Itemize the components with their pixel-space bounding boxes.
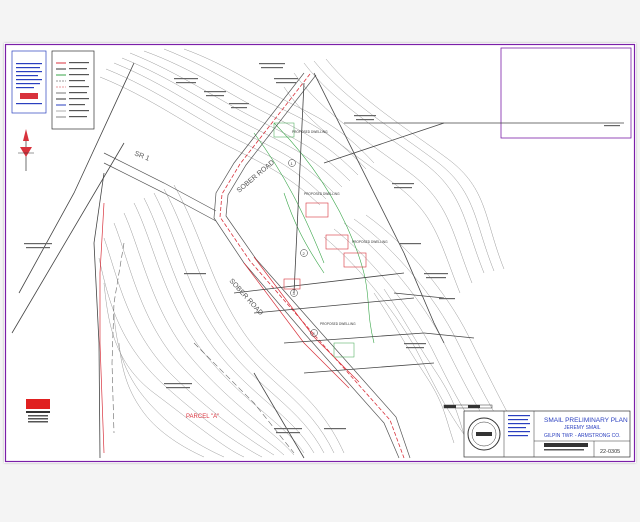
contours-right — [283, 58, 515, 444]
property-lines — [11, 62, 624, 459]
general-notes-text — [16, 63, 42, 105]
lot-label-1: 1 — [291, 161, 294, 166]
drawing-sheet: SOBER ROAD SOBER ROAD SR 1 1 2 3 4 PROPO… — [4, 43, 636, 463]
owner-name: JEREMY SMAIL — [564, 425, 601, 431]
revision-box — [500, 47, 632, 139]
annotation-marks — [24, 63, 620, 434]
company-stamp — [26, 399, 50, 423]
plan-title: SMAIL PRELIMINARY PLAN — [544, 417, 628, 424]
north-arrow-icon — [18, 129, 34, 171]
secondary-road-label: SR 1 — [133, 150, 150, 162]
lot-label-3: 3 — [293, 291, 296, 296]
proposed-dwelling-label-3: PROPOSED DWELLING — [352, 240, 388, 244]
legend-items — [56, 62, 89, 118]
dwelling-outlines — [283, 202, 367, 290]
title-block — [463, 410, 631, 458]
dashed-boundary — [111, 242, 295, 454]
lot-markers — [288, 159, 318, 337]
road-label-top: SOBER ROAD — [236, 159, 276, 194]
green-boxes — [273, 122, 355, 358]
scale-bar — [443, 404, 493, 409]
lot-label-2: 2 — [303, 251, 306, 256]
proposed-dwelling-label-4: PROPOSED DWELLING — [320, 322, 356, 326]
site-plan-drawing: SOBER ROAD SOBER ROAD SR 1 1 2 3 4 PROPO… — [4, 43, 636, 463]
contours-left — [98, 184, 345, 458]
sober-road — [213, 72, 411, 459]
general-notes-box — [11, 50, 47, 114]
sheet-number: 22-0305 — [600, 449, 620, 455]
red-row-lines — [99, 202, 360, 454]
lot-label-4: 4 — [313, 331, 316, 336]
sheet-border — [4, 43, 636, 463]
parcel-label: PARCEL "A" — [186, 414, 219, 420]
proposed-dwelling-label-1: PROPOSED DWELLING — [292, 130, 328, 134]
proposed-dwelling-label-2: PROPOSED DWELLING — [304, 192, 340, 196]
road-label-middle: SOBER ROAD — [228, 278, 264, 317]
green-lot-lines — [253, 122, 375, 344]
plan-location: GILPIN TWP. - ARMSTRONG CO. — [544, 433, 621, 439]
secondary-road — [103, 152, 217, 222]
